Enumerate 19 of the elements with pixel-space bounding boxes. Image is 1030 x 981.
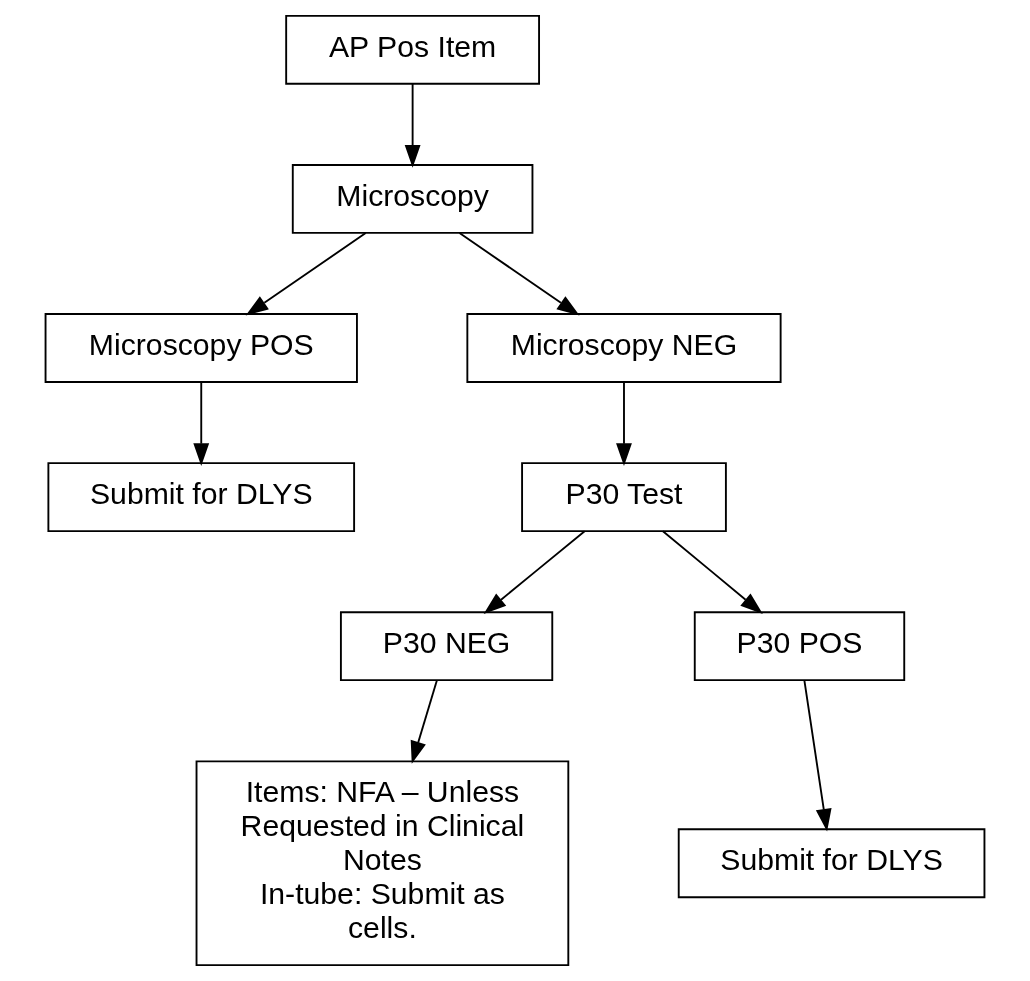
node-box: P30 Test bbox=[521, 462, 727, 533]
arrow bbox=[483, 530, 586, 614]
arrow bbox=[410, 679, 438, 764]
node-box: Submit for DLYS bbox=[677, 828, 986, 899]
node-box: Microscopy POS bbox=[44, 313, 358, 383]
node-box: AP Pos Item bbox=[285, 14, 540, 85]
node-box: Submit for DLYS bbox=[47, 462, 356, 533]
node-box: Items: NFA – Unless Requested in Clinical Notes In-tube: Submit as cells. bbox=[195, 760, 570, 967]
node-box: Microscopy NEG bbox=[466, 313, 782, 383]
arrow bbox=[803, 679, 832, 832]
node-box: P30 NEG bbox=[339, 611, 554, 682]
arrow bbox=[245, 232, 367, 316]
arrow bbox=[458, 232, 580, 316]
arrow bbox=[404, 83, 421, 168]
node-box: P30 POS bbox=[693, 611, 906, 682]
node-box: Microscopy bbox=[291, 164, 534, 234]
arrow bbox=[616, 381, 632, 466]
arrow bbox=[662, 530, 763, 614]
arrow bbox=[193, 381, 210, 466]
